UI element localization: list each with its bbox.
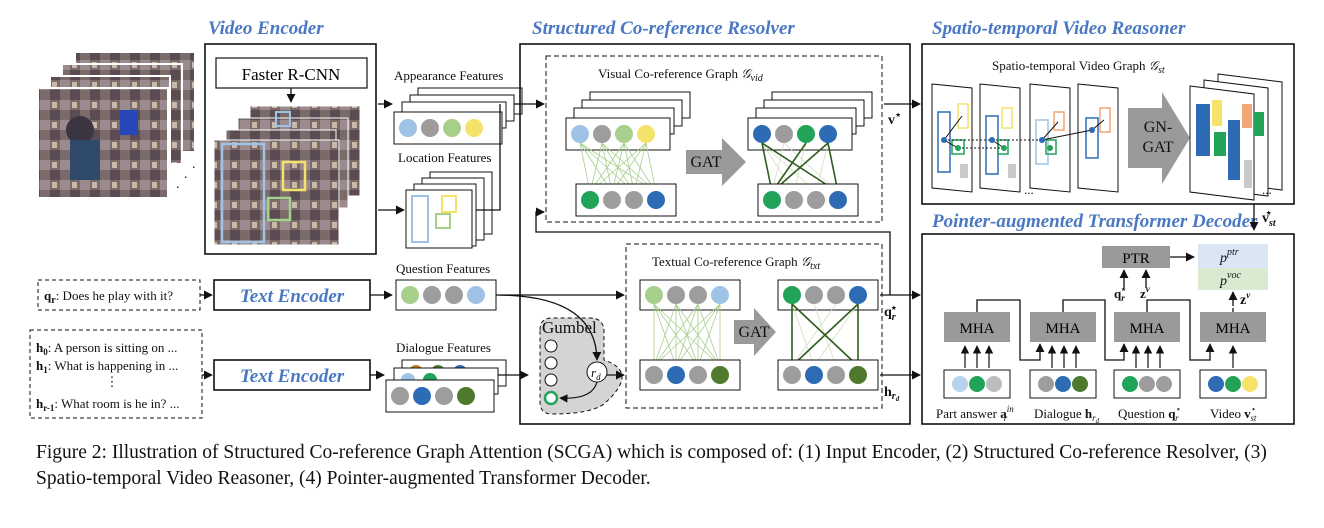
decoder-box — [921, 233, 1295, 425]
dialogue-h0: h0: A person is sitting on ... — [36, 340, 177, 357]
output-v-star: v⋆ — [888, 110, 901, 128]
textual-graph-left — [639, 279, 741, 391]
text-encoder-dialogue-box — [213, 359, 371, 391]
spatio-temporal-graph-label: Spatio-temporal Video Graph 𝒢st — [992, 58, 1165, 76]
svg-text:rd: rd — [591, 365, 601, 382]
appearance-feature-stack — [393, 87, 523, 145]
svg-text:Gumbel: Gumbel — [542, 318, 597, 337]
mha-block-4: MHA — [1200, 312, 1266, 342]
ptr-label: PTR — [1122, 251, 1150, 267]
question-input-box — [37, 279, 201, 311]
visual-graph-left — [565, 91, 691, 217]
svg-text:GAT: GAT — [738, 324, 769, 341]
svg-text:.: . — [184, 167, 188, 182]
question-features-label: Question Features — [396, 261, 490, 276]
p-ptr-box — [1198, 244, 1268, 268]
mha-block-2: MHA — [1030, 312, 1096, 342]
reasoner-box — [921, 43, 1295, 205]
svg-text:MHA: MHA — [1215, 321, 1250, 337]
question-feature-vector — [395, 279, 497, 311]
dialogue-feature-stack — [385, 359, 507, 413]
mha-block-1: MHA — [944, 312, 1010, 342]
svg-text:MHA: MHA — [1129, 321, 1164, 337]
output-h-rd: hrd — [884, 385, 900, 403]
gat-visual-arrow: GAT — [686, 138, 746, 186]
z-v-label-top: zv — [1240, 290, 1251, 308]
ptr-box — [1102, 246, 1170, 268]
decoder-input-part-answer — [943, 369, 1011, 399]
label-question: Question q⋆r — [1118, 404, 1181, 423]
resolver-box — [519, 43, 911, 425]
dialogue-h1: h1: What is happening in ... — [36, 358, 178, 375]
textual-graph-box — [625, 243, 883, 409]
gat-textual-arrow: GAT — [734, 308, 776, 356]
resolver-title: Structured Co-reference Resolver — [532, 18, 795, 39]
question-input-text: qr: Does he play with it? — [44, 288, 173, 306]
svg-text:GAT: GAT — [1142, 139, 1173, 156]
faster-rcnn-box — [215, 57, 368, 89]
svg-text:GAT: GAT — [690, 154, 721, 171]
text-encoder-question-label: Text Encoder — [240, 286, 345, 307]
dialogue-hr1: hr-1: What room is he in? ... — [36, 396, 179, 413]
textual-graph-right — [777, 279, 879, 391]
spatio-temporal-graph: ... — [931, 83, 1119, 197]
output-v-st: vst⋆ — [1262, 208, 1277, 229]
scga-diagram: Video Encoder Structured Co-reference Re… — [29, 18, 1295, 425]
gumbel-module: Gumbel rd — [539, 317, 623, 415]
p-voc-label: pvoc — [1219, 270, 1241, 289]
ptr-z-input: zv — [1140, 284, 1151, 301]
output-q-star: qr⋆ — [884, 303, 897, 323]
mha-block-3: MHA — [1114, 312, 1180, 342]
p-voc-box — [1198, 268, 1268, 290]
textual-graph-label: Textual Co-reference Graph 𝒢txt — [652, 254, 820, 272]
gngat-arrow: GN- GAT — [1128, 92, 1190, 184]
input-video-frames: . . . — [37, 51, 196, 199]
figure-caption: Figure 2: Illustration of Structured Co-… — [36, 442, 1267, 489]
decoder-input-video — [1199, 369, 1267, 399]
decoder-title: Pointer-augmented Transformer Decoder — [931, 211, 1258, 232]
visual-graph-box — [545, 55, 883, 223]
label-dialogue: Dialogue hrd — [1034, 406, 1100, 425]
visual-graph-right — [747, 91, 873, 217]
text-encoder-question-box — [213, 279, 371, 311]
reasoner-title: Spatio-temporal Video Reasoner — [932, 18, 1186, 39]
visual-graph-label: Visual Co-reference Graph 𝒢vid — [598, 66, 764, 84]
ptr-q-input: qr⋆ — [1114, 284, 1127, 303]
decoder-input-question — [1113, 369, 1181, 399]
svg-text:...: ... — [1262, 182, 1272, 197]
svg-text:.: . — [176, 177, 180, 192]
svg-text:.: . — [192, 157, 196, 172]
decoder-input-dialogue — [1029, 369, 1097, 399]
location-features-label: Location Features — [398, 150, 492, 165]
detected-frames — [213, 105, 361, 246]
video-encoder-title: Video Encoder — [208, 18, 324, 39]
svg-text:...: ... — [1024, 182, 1034, 197]
svg-text:GN-: GN- — [1144, 119, 1172, 136]
svg-text:MHA: MHA — [959, 321, 994, 337]
dialogue-vdots: ⋮ — [106, 374, 119, 389]
dialogue-features-label: Dialogue Features — [396, 340, 491, 355]
dialogue-input-box — [29, 329, 203, 419]
reasoned-graph: ... — [1189, 73, 1283, 201]
location-feature-stack — [405, 171, 493, 249]
p-ptr-label: pptr — [1219, 247, 1239, 266]
svg-text:MHA: MHA — [1045, 321, 1080, 337]
text-encoder-dialogue-label: Text Encoder — [240, 366, 345, 387]
label-video: Video v⋆st — [1210, 404, 1257, 423]
faster-rcnn-label: Faster R-CNN — [242, 65, 341, 84]
video-encoder-box — [204, 43, 377, 255]
appearance-features-label: Appearance Features — [394, 68, 503, 83]
